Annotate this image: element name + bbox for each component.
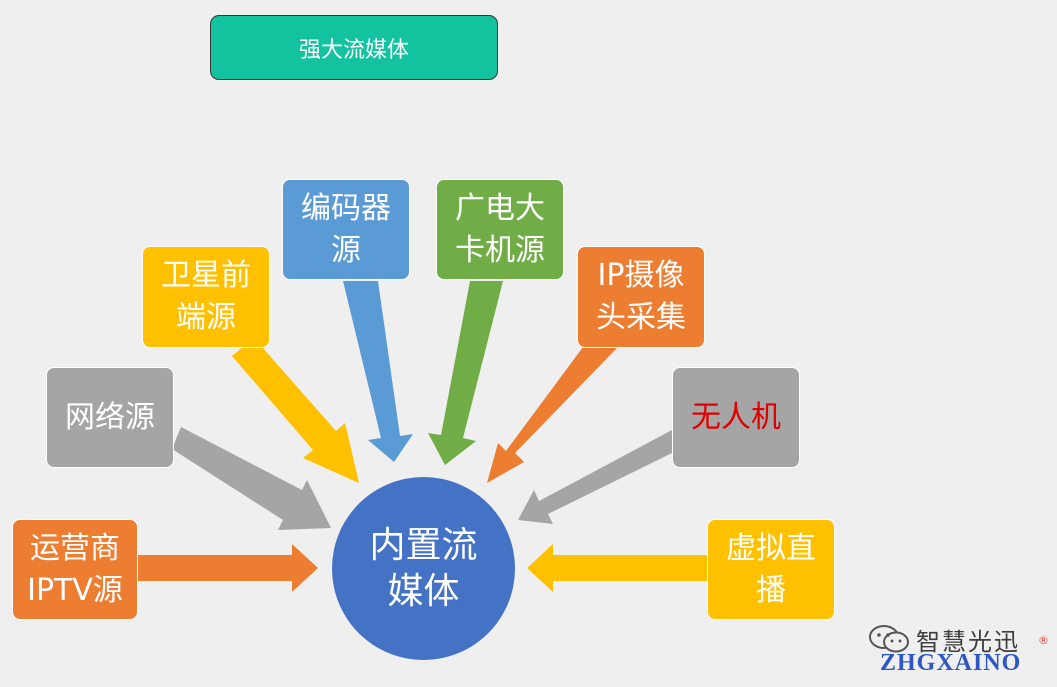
title-box: 强大流媒体 (210, 15, 498, 80)
node-broadcast-label: 广电大 卡机源 (455, 190, 545, 268)
title-text: 强大流媒体 (298, 37, 409, 63)
arrow-network (172, 427, 331, 530)
node-network: 网络源 (46, 367, 174, 468)
arrow-iptv (137, 544, 318, 592)
node-satellite: 卫星前 端源 (142, 246, 270, 348)
node-iptv: 运营商 IPTV源 (12, 519, 138, 620)
center-label: 内置流 媒体 (369, 524, 478, 612)
node-ipcam-label: IP摄像 头采集 (596, 258, 686, 335)
node-drone-label: 无人机 (691, 399, 781, 435)
arrow-broadcast (428, 281, 503, 465)
watermark-reg: ® (1038, 634, 1049, 647)
arrow-ipcam (487, 347, 618, 483)
node-ipcam: IP摄像 头采集 (577, 246, 705, 348)
arrow-satellite (232, 338, 359, 483)
arrow-drone (518, 430, 672, 524)
arrow-virtual (527, 544, 708, 592)
watermark-en: ZHGXAINO (880, 650, 1022, 676)
center-node: 内置流 媒体 (332, 477, 515, 660)
node-broadcast: 广电大 卡机源 (436, 179, 564, 280)
watermark-cn: 智慧光迅 (916, 628, 1020, 656)
node-satellite-label: 卫星前 端源 (161, 258, 251, 335)
arrow-encoder (343, 281, 413, 462)
node-encoder-label: 编码器 源 (301, 190, 391, 268)
node-drone: 无人机 (672, 367, 800, 468)
node-iptv-label: 运营商 IPTV源 (27, 530, 123, 608)
wechat-icon (869, 625, 909, 653)
watermark: 智慧光迅 ZHGXAINO ® (868, 622, 1053, 684)
node-encoder: 编码器 源 (282, 179, 410, 280)
node-virtual-label: 虚拟直 播 (726, 530, 816, 608)
node-network-label: 网络源 (65, 399, 155, 435)
node-virtual: 虚拟直 播 (707, 519, 835, 620)
